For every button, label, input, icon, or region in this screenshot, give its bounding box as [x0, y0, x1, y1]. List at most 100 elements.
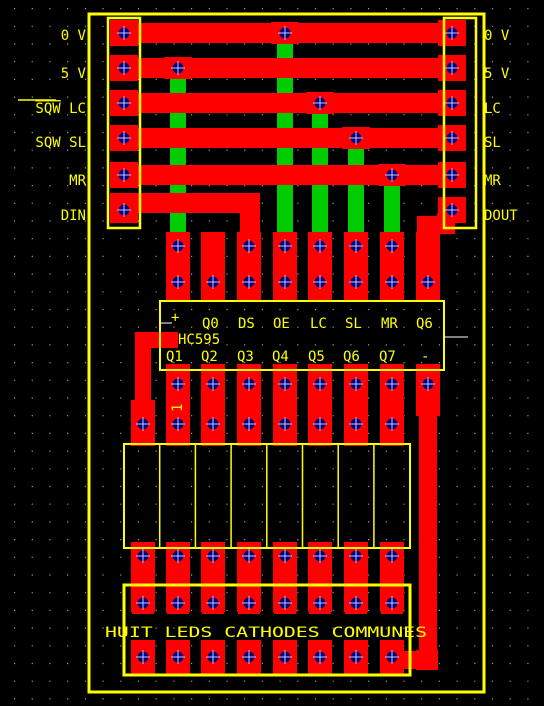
ic-top-via-3-cross: [278, 239, 292, 253]
ic-pin-q1: Q1: [166, 349, 183, 365]
left-connector-labels: 0 V 5 V SQW LC SQW SL MR DIN: [35, 28, 86, 224]
left-pin-3-cross: [117, 131, 131, 145]
res-top-via-5-cross: [313, 417, 327, 431]
left-pin-2-cross: [117, 96, 131, 110]
res-top-via-4-cross: [278, 417, 292, 431]
silkscreen: [87, 12, 486, 694]
ic-bot-via-7-cross: [421, 377, 435, 391]
res-top-via-6-cross: [349, 417, 363, 431]
ic-pin-q3: Q3: [237, 349, 254, 365]
left-pin-0-cross: [117, 26, 131, 40]
right-connector-labels: 0 V 5 V LC SL MR DOUT: [484, 28, 518, 224]
right-pin-2-cross: [445, 96, 459, 110]
ic-pin-sl: SL: [345, 316, 362, 332]
ic-outline: [159, 300, 445, 371]
ic-top-via-2-cross: [242, 239, 256, 253]
top-copper-traces: [110, 23, 455, 669]
ic-pin-q6: Q6: [343, 349, 360, 365]
led-array-outline: [122, 583, 412, 677]
res-top-via-7-cross: [385, 417, 399, 431]
res-bot-via-2-cross: [206, 549, 220, 563]
ic-pin-ds: DS: [238, 316, 255, 332]
ic-top-via2-1-cross: [206, 275, 220, 289]
res-bot-via-3-cross: [242, 549, 256, 563]
label-left-sqw-overline: SQW: [35, 101, 61, 117]
led-bot-via-4-cross: [278, 650, 292, 664]
ic-pin-lc: LC: [310, 316, 327, 332]
red-trace-din: [110, 193, 260, 240]
res-bot-via-5-cross: [313, 549, 327, 563]
res-bot-via-4-cross: [278, 549, 292, 563]
right-pin-3-cross: [445, 131, 459, 145]
ic-pin-q4: Q4: [272, 349, 289, 365]
led-top-via-7-cross: [385, 596, 399, 610]
ic-top-via2-7-cross: [421, 275, 435, 289]
left-pin-1-cross: [117, 61, 131, 75]
ic-top-via2-4-cross: [313, 275, 327, 289]
ic-pin-mr: MR: [381, 316, 398, 332]
res-bot-via-7-cross: [385, 549, 399, 563]
right-pin-1-cross: [445, 61, 459, 75]
label-right-lc: LC: [484, 101, 501, 117]
ic-bot-via-4-cross: [313, 377, 327, 391]
left-pin-5-cross: [117, 203, 131, 217]
led-bot-via-5-cross: [313, 650, 327, 664]
ic-pin-minus: -: [421, 349, 429, 365]
ic-pin1-mark: +: [171, 310, 179, 326]
label-left-mr: MR: [69, 173, 86, 189]
led-bot-via-1-cross: [171, 650, 185, 664]
ic-pin-q2: Q2: [201, 349, 218, 365]
right-pin-0-cross: [445, 26, 459, 40]
ic-top-via-5-cross: [349, 239, 363, 253]
ic-name: HC595: [178, 332, 220, 348]
ic-bot-via-1-cross: [206, 377, 220, 391]
ic-labels: + Q0 DS OE LC SL MR Q6 HC595 Q1 Q2 Q3 Q4…: [166, 310, 433, 365]
led-bot-via-3-cross: [242, 650, 256, 664]
ic-top-via-6-cross: [385, 239, 399, 253]
res-top-via-3-cross: [242, 417, 256, 431]
left-connector-outline: [106, 16, 142, 230]
ic-top-via2-0-cross: [171, 275, 185, 289]
ic-notch-marks: [160, 322, 468, 338]
res-bot-via-1-cross: [171, 549, 185, 563]
ic-bot-via-5-cross: [349, 377, 363, 391]
label-left-din: DIN: [61, 208, 86, 224]
res-bot-via-0-cross: [136, 549, 150, 563]
green-trace-3: [348, 138, 364, 240]
label-right-0v: 0 V: [484, 28, 510, 44]
bus-via-2-cross: [313, 96, 327, 110]
pads: [110, 20, 466, 674]
led-top-via-6-cross: [349, 596, 363, 610]
leds-label: HUIT LEDS CATHODES COMMUNES: [105, 625, 427, 641]
label-left-5v: 5 V: [61, 66, 87, 82]
led-top-via-3-cross: [242, 596, 256, 610]
res-top-via-0-cross: [136, 417, 150, 431]
red-bus-4: [110, 165, 452, 185]
label-left-lc: SQW LC: [35, 101, 86, 117]
led-bot-via-0-cross: [136, 650, 150, 664]
right-connector-outline: [442, 16, 478, 230]
res-top-via-2-cross: [206, 417, 220, 431]
led-bot-via-6-cross: [349, 650, 363, 664]
ic-bot-via-0-cross: [171, 377, 185, 391]
res-top-via-1-cross: [171, 417, 185, 431]
led-bot-via-extra-cross: [385, 650, 399, 664]
ic-top-via-0-cross: [171, 239, 185, 253]
label-left-sqw-sl: SQW SL: [35, 135, 86, 151]
ic-pin-q6-top: Q6: [416, 316, 433, 332]
led-top-via-0-cross: [136, 596, 150, 610]
ic-top-via2-2-cross: [242, 275, 256, 289]
bus-via-4-cross: [385, 168, 399, 182]
red-bus-3: [110, 128, 452, 148]
led-top-via-5-cross: [313, 596, 327, 610]
board-outline: [87, 12, 486, 694]
red-bus-1: [110, 58, 452, 78]
left-pin-4-cross: [117, 168, 131, 182]
bus-via-1-cross: [171, 61, 185, 75]
label-left-0v: 0 V: [61, 28, 87, 44]
label-right-dout: DOUT: [484, 208, 518, 224]
label-right-sl: SL: [484, 135, 501, 151]
led-bot-end: [416, 650, 438, 670]
